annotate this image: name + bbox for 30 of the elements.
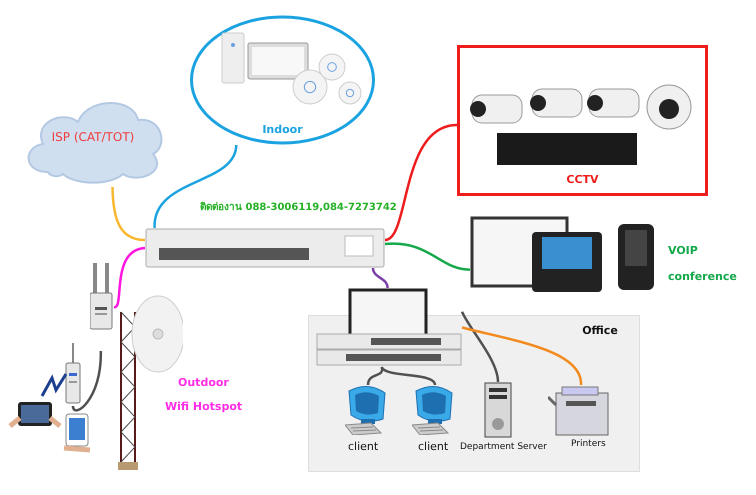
cable-line — [111, 186, 146, 242]
cable-line — [153, 144, 238, 228]
cable-line — [460, 311, 500, 382]
cable-line — [384, 124, 458, 242]
node-label: conference — [668, 270, 737, 283]
cable-line — [462, 326, 582, 386]
node-title: Office — [581, 324, 619, 337]
cable-line — [114, 246, 146, 308]
node-title: CCTV — [565, 173, 600, 186]
section-label: Outdoor — [178, 376, 229, 389]
node-label: Department Server — [460, 442, 547, 452]
cable-line — [372, 268, 389, 288]
indoor-ellipse — [190, 15, 375, 145]
node-label: client — [418, 440, 448, 453]
section-label: Wifi Hotspot — [165, 400, 242, 413]
contact-text: ติดต่องาน 088-3006119,084-7273742 — [200, 200, 397, 214]
cable-line — [366, 366, 384, 386]
cable-line — [72, 350, 102, 412]
node-label: Printers — [571, 439, 606, 449]
node-label: client — [348, 440, 378, 453]
node-label: VOIP — [668, 244, 698, 257]
cctv-frame — [457, 45, 708, 196]
router-drawing — [145, 228, 385, 268]
node-title: ISP (CAT/TOT) — [50, 130, 136, 144]
cable-line — [384, 242, 470, 271]
server-tower-drawing — [483, 382, 513, 438]
node-title: Indoor — [261, 123, 304, 136]
switch-laptop-drawing — [316, 288, 462, 367]
access-point-drawing — [64, 343, 82, 406]
cable-line — [380, 366, 436, 386]
